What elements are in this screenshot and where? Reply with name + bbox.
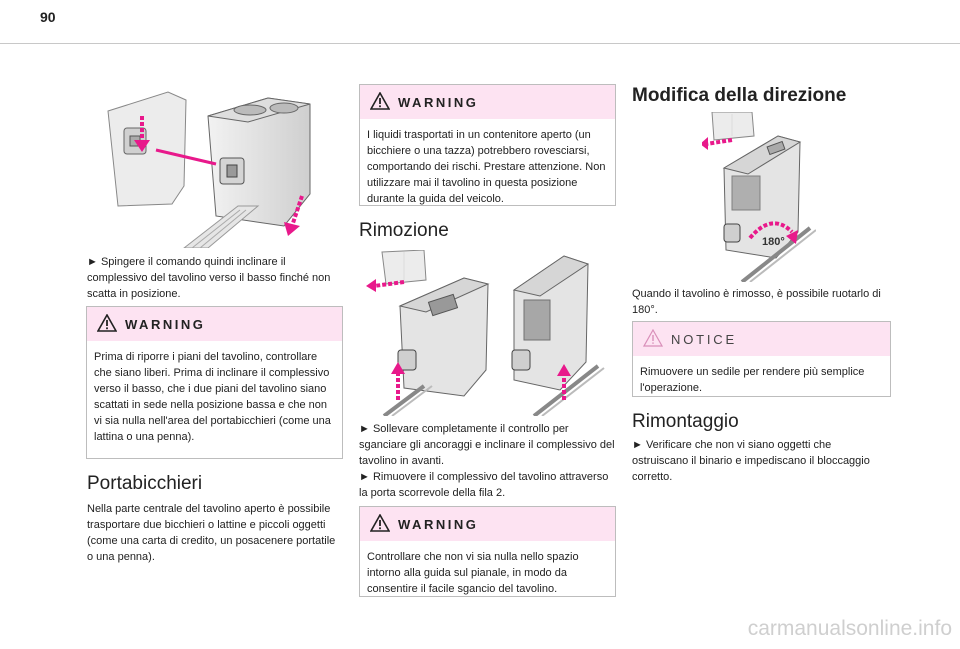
warning-box-3: WARNING Controllare che non vi sia nulla… <box>359 506 616 597</box>
rotation-label: 180° <box>762 236 785 248</box>
warning-title: WARNING <box>398 517 479 532</box>
warning-box-1: WARNING Prima di riporre i piani del tav… <box>86 306 343 459</box>
warning-box-2: WARNING I liquidi trasportati in un cont… <box>359 84 616 206</box>
warning-title: WARNING <box>398 95 479 110</box>
heading-direction: Modifica della direzione <box>632 85 847 106</box>
heading-portabicchieri: Portabicchieri <box>87 473 203 494</box>
warning-title: WARNING <box>125 317 206 332</box>
warning-text: Controllare che non vi sia nulla nello s… <box>367 551 579 595</box>
header-divider <box>0 43 960 44</box>
step-remove-assembly: ► Rimuovere il complessivo del tavolino … <box>359 471 609 499</box>
notice-icon <box>643 329 663 347</box>
warning-text: Prima di riporre i piani del tavolino, c… <box>94 351 331 443</box>
warning-icon <box>370 514 390 532</box>
watermark: carmanualsonline.info <box>747 617 952 640</box>
step-lift-control: ► Sollevare completamente il controllo p… <box>359 423 615 467</box>
heading-rimontaggio: Rimontaggio <box>632 411 739 432</box>
warning-text: I liquidi trasportati in un contenitore … <box>367 129 606 205</box>
notice-box: NOTICE Rimuovere un sedile per rendere p… <box>632 321 891 397</box>
page-number: 90 <box>40 9 56 25</box>
step-tilt: ► Spingere il comando quindi inclinare i… <box>87 256 331 300</box>
heading-rimozione: Rimozione <box>359 220 449 241</box>
step-reinstall: ► Verificare che non vi siano oggetti ch… <box>632 439 870 483</box>
table-tilt-illustration <box>107 91 311 248</box>
notice-text: Rimuovere un sedile per rendere più semp… <box>640 366 865 394</box>
notice-title: NOTICE <box>671 332 737 347</box>
cupholder-text: Nella parte centrale del tavolino aperto… <box>87 503 336 563</box>
warning-icon <box>97 314 117 332</box>
table-removal-illustration <box>366 250 605 416</box>
table-rotation-illustration: 180° <box>702 112 816 282</box>
direction-text: Quando il tavolino è rimosso, è possibil… <box>632 288 881 316</box>
warning-icon <box>370 92 390 110</box>
